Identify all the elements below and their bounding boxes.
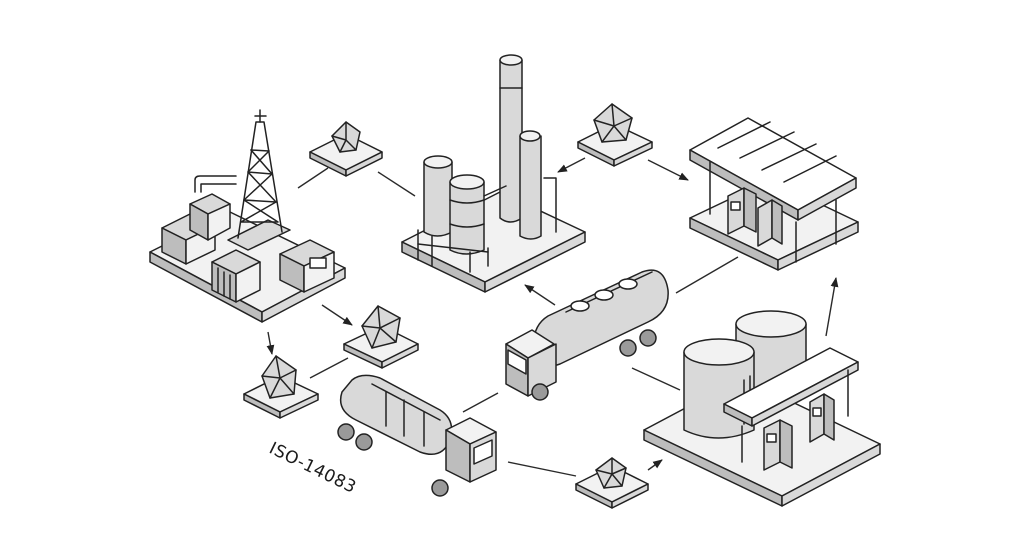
token-1 <box>309 121 383 177</box>
arrow-truck-refinery <box>524 284 556 306</box>
polyhedron-token-icon <box>593 103 633 143</box>
connectors <box>266 157 839 477</box>
token-3 <box>577 103 653 167</box>
token-5 <box>575 457 649 509</box>
oil-derrick-icon <box>227 109 291 251</box>
arrow-well-token2 <box>321 304 353 326</box>
refinery-node <box>401 54 586 293</box>
connector-token1-refinery <box>377 171 416 197</box>
oil-well-node <box>149 109 346 323</box>
token-4 <box>243 355 319 419</box>
arrow-well-token4 <box>266 331 275 355</box>
arrow-depot-station <box>825 277 839 337</box>
refinery-icon <box>417 54 557 273</box>
fuel-station-node <box>689 117 859 271</box>
tank-truck-icon <box>337 374 497 497</box>
polyhedron-token-icon <box>261 355 297 399</box>
polyhedron-token-icon <box>595 457 627 489</box>
tank-truck-lower-node <box>337 374 497 497</box>
fuel-station-icon <box>689 117 857 263</box>
tank-truck-icon <box>505 269 669 401</box>
connector-lowtruck-token5 <box>507 461 577 477</box>
tank-truck-center-node <box>505 269 669 401</box>
connector-lowtruck-truck <box>462 392 499 413</box>
connector-token4-token2 <box>309 357 349 379</box>
polyhedron-token-icon <box>361 305 401 349</box>
token-2 <box>343 305 419 369</box>
connector-truck-station <box>675 256 739 294</box>
connector-well-token1 <box>297 167 329 189</box>
arrow-token3-refinery <box>557 157 586 173</box>
arrow-token3-station <box>647 159 689 181</box>
storage-depot-node <box>643 310 881 507</box>
storage-tanks-icon <box>683 310 859 471</box>
polyhedron-token-icon <box>331 121 361 153</box>
arrow-token5-depot <box>647 459 663 471</box>
standard-label: ISO-14083 <box>266 439 360 498</box>
connector-truck-depot <box>631 367 681 391</box>
